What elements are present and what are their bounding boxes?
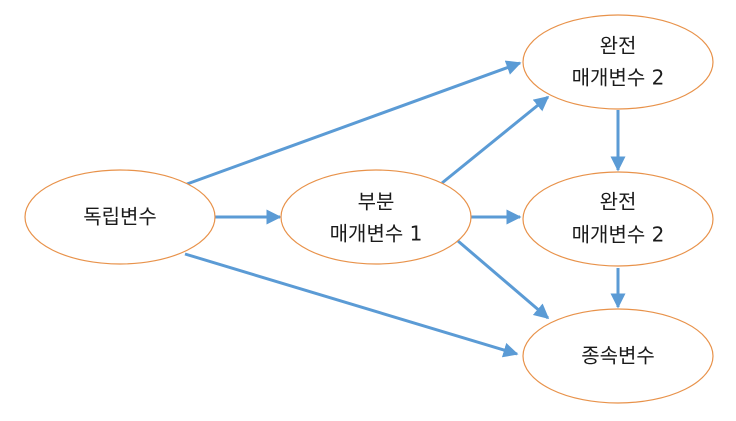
node-dependent-label: 종속변수	[581, 344, 655, 368]
node-full-mediator-mid-shape	[522, 171, 714, 267]
node-independent-shape	[24, 169, 216, 265]
node-partial-mediator-shape	[280, 169, 472, 265]
arrow-partial-to-dependent	[457, 239, 550, 320]
node-full-mediator-mid: 완전 매개변수 2	[522, 171, 714, 267]
node-independent-label: 독립변수	[83, 205, 157, 229]
node-partial-mediator-label-line2: 매개변수 1	[330, 222, 423, 246]
edges	[184, 60, 626, 358]
arrow-independent-to-dependent	[184, 252, 519, 358]
arrow-independent-to-full-mediator-top	[186, 60, 522, 186]
node-full-mediator-top-shape	[522, 14, 714, 110]
node-full-mediator-top-label-line1: 완전	[600, 34, 637, 58]
node-independent-variable: 독립변수	[24, 169, 216, 265]
node-full-mediator-top-label-line2: 매개변수 2	[572, 66, 665, 90]
node-full-mediator-top: 완전 매개변수 2	[522, 14, 714, 110]
node-partial-mediator-label-line1: 부분	[358, 190, 395, 214]
node-partial-mediator: 부분 매개변수 1	[280, 169, 472, 265]
node-dependent-shape	[522, 308, 714, 404]
node-full-mediator-mid-label-line2: 매개변수 2	[572, 223, 665, 247]
node-dependent-variable: 종속변수	[522, 308, 714, 404]
node-full-mediator-mid-label-line1: 완전	[600, 190, 637, 214]
arrow-partial-to-full-mediator-top	[441, 95, 550, 185]
